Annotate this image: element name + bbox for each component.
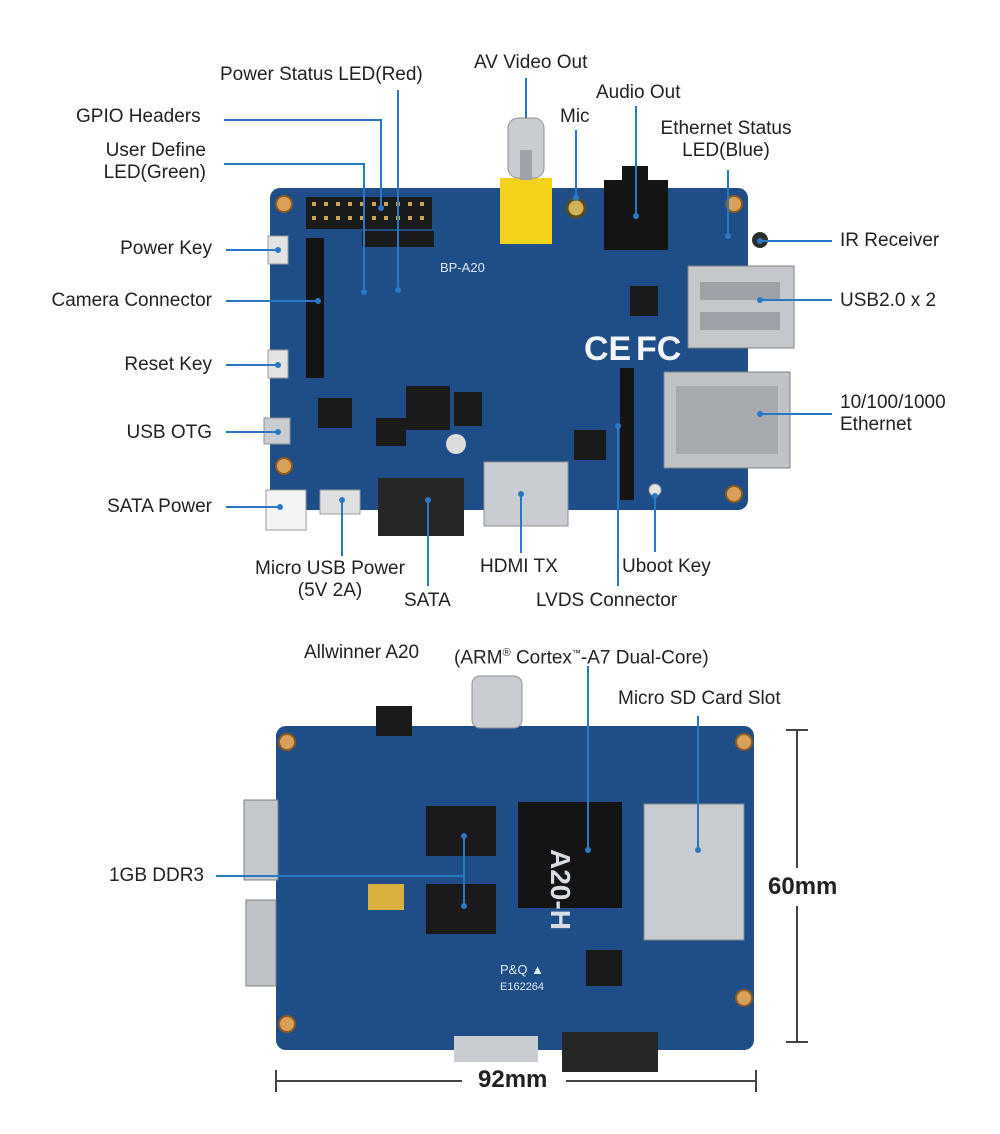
ce-mark: CE	[584, 330, 631, 368]
mic-shape	[565, 197, 587, 219]
svg-text:P&Q ▲: P&Q ▲	[500, 962, 544, 977]
label-ethernet-status-led: Ethernet Status LED(Blue)	[640, 118, 812, 162]
label-power-key: Power Key	[120, 238, 212, 259]
label-uboot-key: Uboot Key	[622, 556, 711, 577]
dimension-width-label: 92mm	[478, 1066, 548, 1093]
ddr3-chip-1	[426, 806, 496, 856]
gpio-headers-line	[224, 119, 382, 208]
top-mount-holes	[275, 195, 743, 503]
label-ethernet-status-led-line1: Ethernet Status	[660, 118, 792, 139]
label-mic: Mic	[560, 106, 590, 127]
label-av-video-out: AV Video Out	[474, 52, 588, 73]
label-ethernet-status-led-line2: LED(Blue)	[682, 140, 770, 161]
fc-mark: FC	[636, 330, 681, 368]
usb-shape	[687, 265, 795, 349]
label-micro-sd-slot: Micro SD Card Slot	[618, 688, 781, 709]
a20-chip	[518, 802, 622, 908]
label-ir-receiver: IR Receiver	[840, 230, 940, 251]
hdmi-shape	[483, 461, 569, 527]
label-ethernet: 10/100/1000 Ethernet	[840, 392, 946, 436]
dimension-60mm	[786, 729, 808, 1043]
label-ddr3: 1GB DDR3	[108, 865, 204, 886]
label-ethernet-line1: 10/100/1000	[840, 392, 946, 413]
av-jack-shape	[500, 117, 552, 244]
label-lvds-connector: LVDS Connector	[536, 590, 678, 611]
label-micro-usb-power: Micro USB Power (5V 2A)	[240, 558, 420, 602]
arm-prefix: (ARM	[454, 647, 503, 669]
label-sata: SATA	[404, 590, 451, 611]
dimension-height-label: 60mm	[768, 873, 838, 900]
ddr3-chip-2	[426, 884, 496, 934]
callout-dots	[275, 195, 763, 909]
arm-mid: Cortex	[510, 647, 572, 669]
label-sata-power: SATA Power	[107, 496, 212, 517]
label-hdmi-tx: HDMI TX	[480, 556, 558, 577]
top-board-model: BP-A20	[440, 260, 485, 275]
svg-text:E162264: E162264	[500, 981, 544, 993]
label-usb-otg: USB OTG	[126, 422, 212, 443]
bottom-mount-holes	[278, 733, 753, 1033]
lvds-shape	[620, 368, 634, 500]
label-user-define-led: User Define LED(Green)	[60, 140, 206, 184]
registered-mark: ®	[502, 647, 511, 659]
label-user-define-led-line2: LED(Green)	[103, 162, 206, 183]
sd-slot-shape	[643, 803, 745, 941]
label-power-status-led: Power Status LED(Red)	[220, 64, 423, 85]
gpio-header-shape	[306, 197, 434, 247]
label-reset-key: Reset Key	[124, 354, 212, 375]
sata-shape	[378, 478, 464, 536]
label-usb2: USB2.0 x 2	[840, 290, 937, 311]
arm-suffix: -A7 Dual-Core)	[580, 647, 709, 669]
label-gpio-headers: GPIO Headers	[76, 106, 201, 127]
label-micro-usb-power-line1: Micro USB Power	[255, 558, 405, 579]
a20-chip-marking: A20-H	[545, 849, 576, 930]
label-arm-cortex: (ARM® Cortex™-A7 Dual-Core)	[454, 642, 709, 669]
dimension-92mm	[275, 1070, 757, 1092]
ethernet-shape	[663, 371, 791, 469]
label-micro-usb-power-line2: (5V 2A)	[297, 580, 363, 601]
user-define-led-line	[224, 163, 365, 292]
label-camera-connector: Camera Connector	[51, 290, 212, 311]
callout-lines	[216, 78, 832, 906]
label-user-define-led-line1: User Define	[105, 140, 206, 161]
label-audio-out: Audio Out	[596, 82, 681, 103]
sata-power-shape	[265, 489, 307, 531]
camera-conn-shape	[306, 238, 324, 378]
bottom-pcb	[276, 726, 754, 1050]
label-allwinner-a20: Allwinner A20	[304, 642, 420, 663]
label-ethernet-line2: Ethernet	[840, 414, 912, 435]
trademark-mark: ™	[571, 648, 581, 658]
